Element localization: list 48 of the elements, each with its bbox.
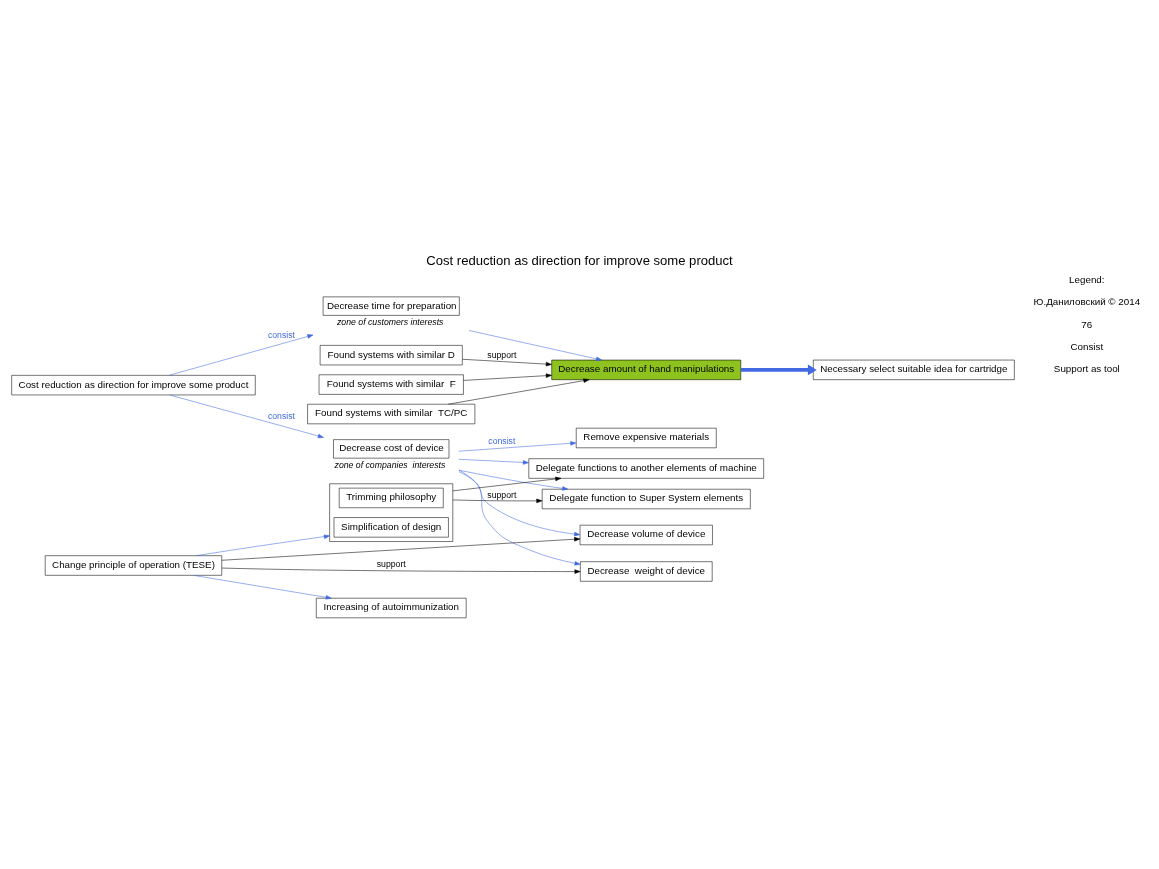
edge-label: consist	[267, 410, 295, 421]
node-box: Increasing of autoimmunization	[316, 597, 467, 618]
arrow	[221, 536, 581, 561]
cluster	[329, 483, 454, 542]
node-box: Simplification of design	[333, 516, 449, 537]
node-box: Cost reduction as direction for improve some product	[11, 374, 256, 395]
node-box: Decrease cost of device	[333, 438, 450, 458]
arrow	[221, 567, 581, 574]
node-box: Change principle of operation (TESE)	[44, 554, 223, 576]
node-box: Decrease volume of device	[579, 524, 713, 545]
arrow	[195, 534, 330, 556]
arrow	[458, 458, 529, 465]
node-label: zone of customers interests	[337, 316, 444, 327]
arrow	[452, 498, 543, 503]
node-box: Trimming philosophy	[338, 487, 444, 508]
node-box: Found systems with similar D	[319, 344, 463, 365]
node-box: Decrease time for preparation	[322, 296, 460, 316]
edge-label: support	[487, 349, 517, 360]
label: Ю.Даниловский © 2014	[1033, 295, 1141, 307]
node-label: zone of companies interests	[334, 459, 446, 470]
arrow	[452, 476, 562, 491]
label: Legend:	[1069, 273, 1105, 285]
node-box: Decrease amount of hand manipulations	[551, 359, 742, 380]
node-box: Found systems with similar TC/PC	[307, 403, 476, 424]
arrow	[458, 470, 581, 536]
node-box: Delegate function to Super System elements	[541, 488, 751, 509]
node-box: Remove expensive materials	[575, 427, 717, 448]
edge-label: consist	[267, 329, 295, 340]
arrow	[193, 574, 332, 599]
legend-label: Support as tool	[1053, 362, 1120, 374]
node-box: Necessary select suitable idea for cartridge	[813, 359, 1015, 380]
node-box: Decrease weight of device	[580, 560, 713, 582]
arrow	[740, 364, 817, 375]
arrow	[468, 329, 602, 361]
legend-label: Consist	[1070, 340, 1104, 352]
arrow	[169, 394, 324, 438]
arrow	[168, 333, 314, 376]
edge-label: support	[376, 558, 406, 569]
label: 76	[1081, 318, 1093, 330]
arrow	[458, 440, 577, 451]
arrow	[458, 469, 569, 491]
arrow	[463, 373, 552, 381]
arrow	[462, 358, 552, 366]
edge-label: support	[487, 489, 517, 500]
node-box: Found systems with similar F	[318, 374, 464, 395]
arrow	[458, 469, 581, 565]
diagram-title: Cost reduction as direction for improve some product	[426, 252, 733, 268]
edge-label: consist	[488, 435, 516, 446]
